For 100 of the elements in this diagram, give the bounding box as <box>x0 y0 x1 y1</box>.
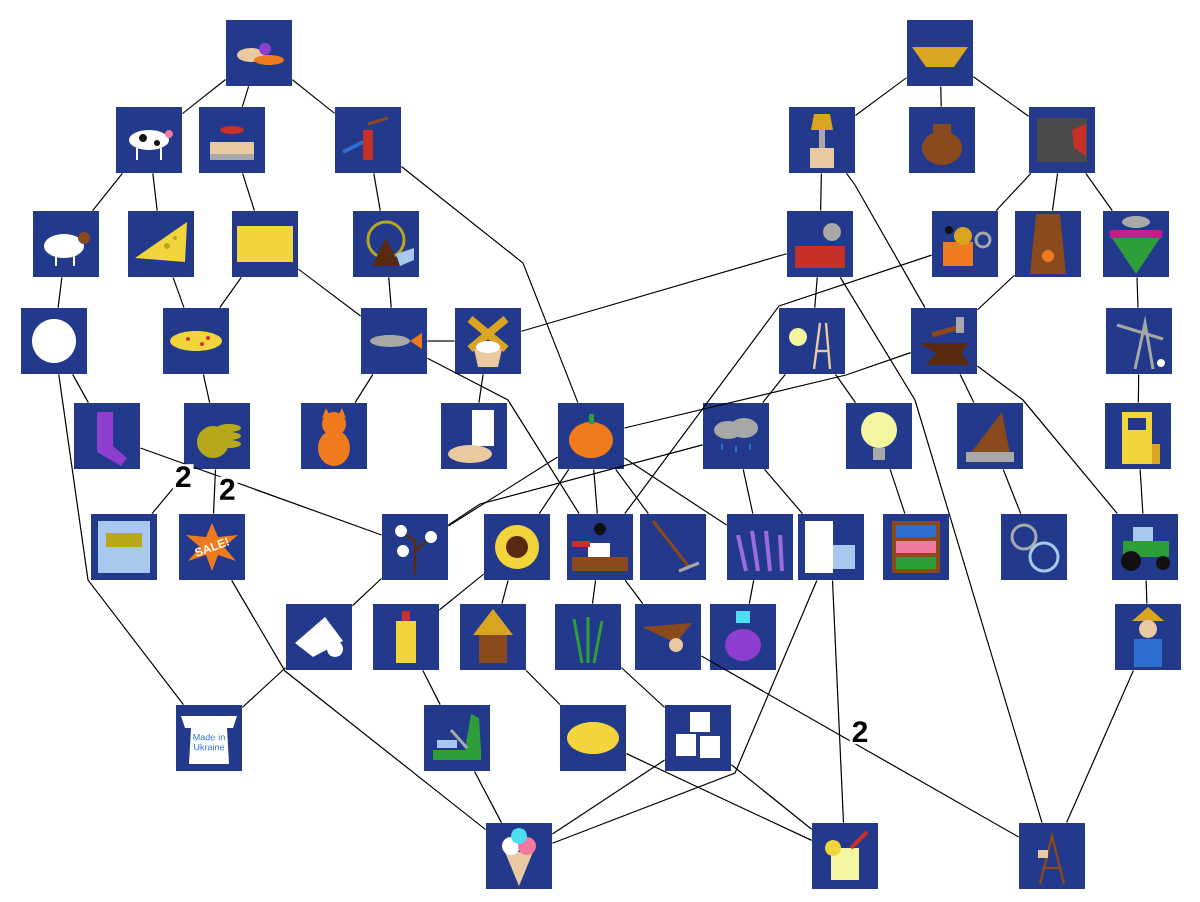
connector-line <box>525 669 561 706</box>
farmer-picture <box>1115 604 1181 670</box>
connector-line <box>1145 579 1148 605</box>
water-pump-picture <box>335 107 401 173</box>
cotton-picture <box>382 514 448 580</box>
cow-picture <box>116 107 182 173</box>
connector-line <box>1085 172 1113 212</box>
connector-line <box>501 579 509 605</box>
paper-roll-picture <box>286 604 352 670</box>
connector-line <box>1137 373 1140 404</box>
fan-picture <box>957 403 1023 469</box>
connector-line <box>181 78 227 115</box>
connector-line <box>551 579 818 844</box>
connector-line <box>438 573 485 611</box>
connector-line <box>620 667 666 708</box>
sale-sign: SALE! <box>179 514 245 580</box>
sheep-picture <box>33 211 99 277</box>
rain-cloud-picture <box>703 403 769 469</box>
connector-line <box>551 759 666 835</box>
connector-line <box>624 579 644 605</box>
t-shirt-picture: Made in Ukraine <box>176 705 242 771</box>
connector-line <box>447 456 559 527</box>
connector-line <box>625 753 813 841</box>
connector-line <box>742 468 754 515</box>
beehive-picture <box>460 604 526 670</box>
connector-line <box>152 172 158 212</box>
pot-picture <box>909 107 975 173</box>
connector-line <box>202 373 211 404</box>
butcher-table-picture <box>199 107 265 173</box>
cat-picture <box>301 403 367 469</box>
connector-line <box>139 447 383 536</box>
connector-line <box>762 373 786 404</box>
connector-line <box>400 165 579 404</box>
connector-line <box>976 274 1016 311</box>
press-picture <box>424 705 490 771</box>
connector-line <box>764 468 804 515</box>
oil-bottle-picture <box>373 604 439 670</box>
pumpkin-picture <box>558 403 624 469</box>
lavender-picture <box>727 514 793 580</box>
derrick-picture <box>1019 823 1085 889</box>
connector-line <box>373 172 381 212</box>
bowl-picture <box>907 20 973 86</box>
connector-line <box>351 577 383 607</box>
connector-line <box>58 373 185 706</box>
connector-line <box>231 579 487 831</box>
connector-line <box>447 444 704 526</box>
connector-line <box>242 172 255 212</box>
connector-line <box>995 172 1032 212</box>
sawmill-picture <box>787 211 853 277</box>
pizza-picture <box>163 308 229 374</box>
lemon-picture <box>560 705 626 771</box>
connector-line <box>831 579 845 824</box>
connector-line <box>834 373 857 404</box>
connector-line <box>615 468 649 515</box>
lemonade-picture <box>812 823 878 889</box>
connector-line <box>1139 468 1144 515</box>
furnace-picture <box>1015 211 1081 277</box>
connector-line <box>730 764 813 830</box>
windmill-picture <box>455 308 521 374</box>
machine-picture <box>932 211 998 277</box>
connector-line <box>623 352 912 429</box>
connector-line <box>814 276 818 309</box>
fridge-picture <box>798 514 864 580</box>
wheat-picture <box>232 211 298 277</box>
connector-line <box>972 76 1030 117</box>
connector-line <box>976 365 1118 515</box>
connector-line <box>241 667 287 708</box>
connector-line <box>700 655 1020 838</box>
connector-line <box>820 172 822 212</box>
connector-line <box>748 579 755 605</box>
connector-line <box>624 254 933 515</box>
connector-line <box>520 253 788 332</box>
device-picture <box>91 514 157 580</box>
connector-line <box>1066 669 1134 824</box>
connector-line <box>473 770 503 824</box>
fuel-pump-picture <box>1105 403 1171 469</box>
connector-line <box>422 669 441 706</box>
oil-pump-picture <box>1106 308 1172 374</box>
connector-line <box>57 276 63 309</box>
drill-picture <box>1103 211 1169 277</box>
connector-line <box>92 172 123 212</box>
connector-line <box>839 276 1043 824</box>
connector-line <box>940 85 942 108</box>
bookshelf-picture <box>883 514 949 580</box>
connector-line <box>845 172 926 309</box>
connector-line <box>219 276 242 309</box>
connector-line <box>426 357 580 515</box>
mine-picture <box>1029 107 1095 173</box>
lamp-picture <box>789 107 855 173</box>
connector-line <box>241 85 250 108</box>
connector-line <box>593 468 598 515</box>
ice-cream-picture <box>486 823 552 889</box>
bread-oven-picture <box>441 403 507 469</box>
light-bulb-picture <box>846 403 912 469</box>
sock-picture <box>74 403 140 469</box>
connector-line <box>426 340 456 342</box>
perfume-picture <box>710 604 776 670</box>
connector-line <box>291 79 336 114</box>
connector-line <box>959 373 975 404</box>
connector-line <box>1051 172 1059 212</box>
